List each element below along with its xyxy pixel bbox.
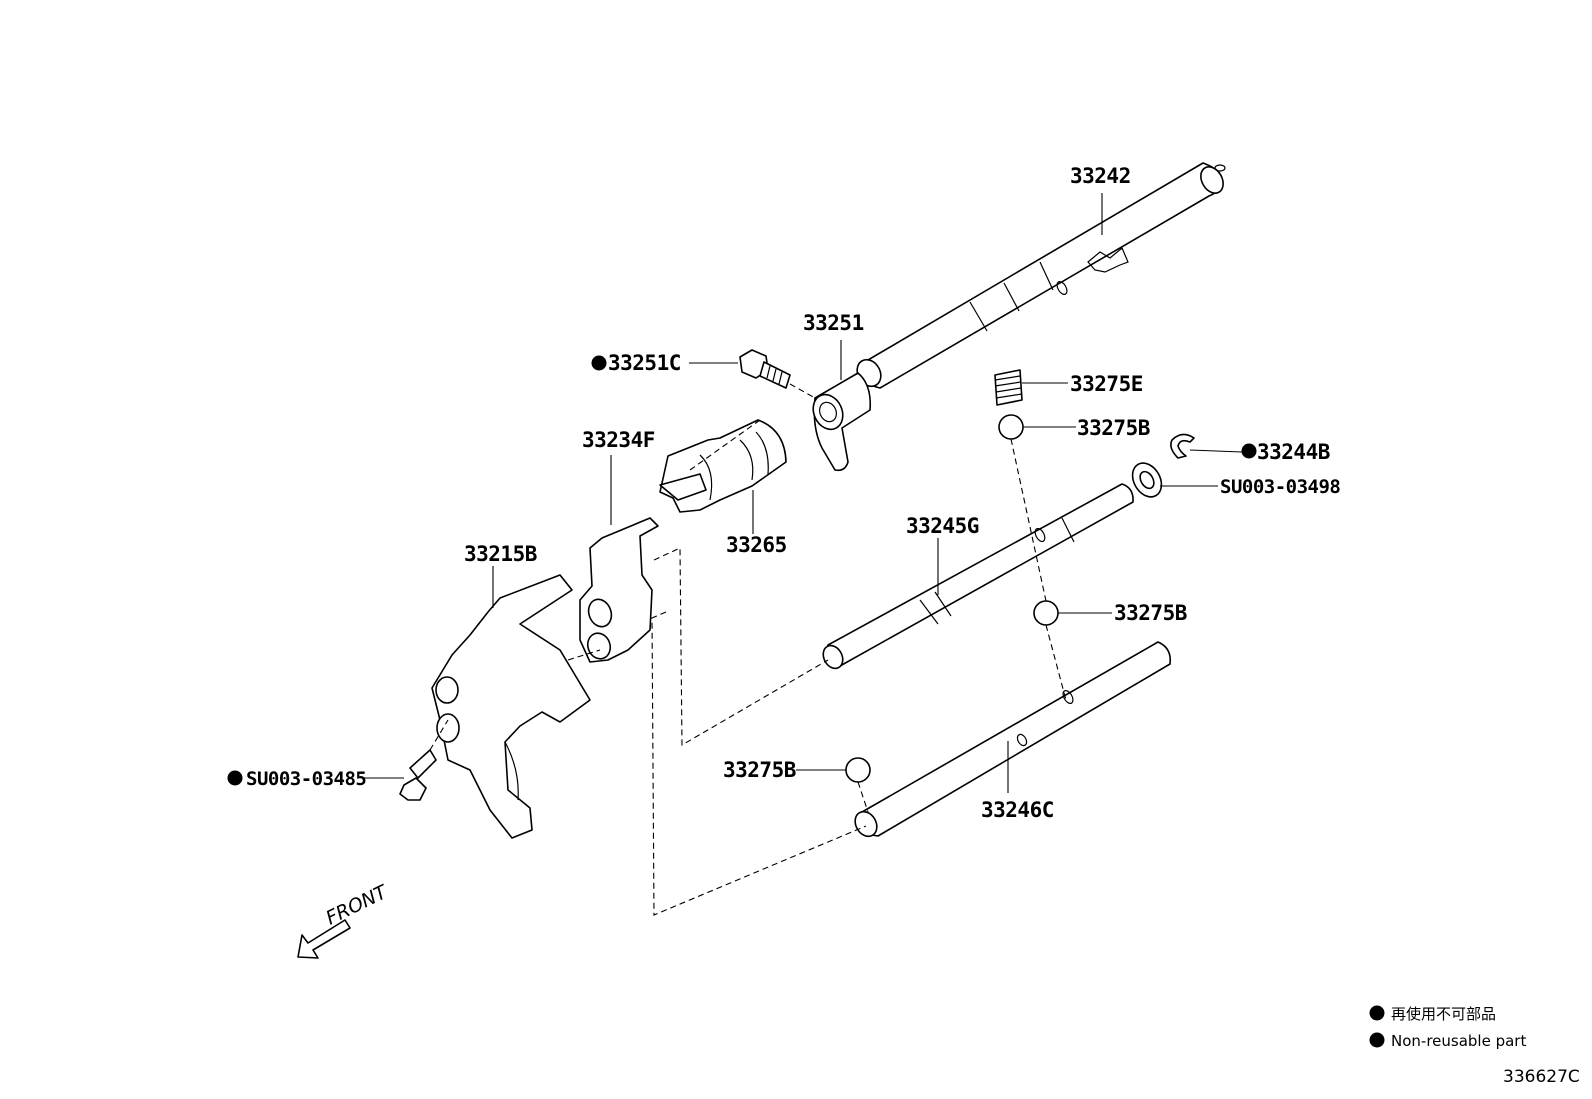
- legend-dot-en: [1369, 1032, 1385, 1048]
- label-33244B: 33244B: [1257, 440, 1330, 464]
- label-33246C: 33246C: [981, 798, 1054, 822]
- bolt-SU003-03485: [399, 749, 437, 801]
- lever-33251: [812, 372, 872, 472]
- non-reusable-dot-33251C: [591, 355, 607, 371]
- figure-code: 336627C: [1503, 1067, 1580, 1087]
- ball-33275B-low: [845, 757, 871, 783]
- shaft-33245G: [822, 483, 1134, 670]
- legend-jp: 再使用不可部品: [1391, 1005, 1496, 1023]
- fork-33215B: [431, 574, 591, 839]
- label-33245G: 33245G: [906, 514, 979, 538]
- label-33215B: 33215B: [464, 542, 537, 566]
- label-SU003-03485: SU003-03485: [246, 768, 366, 790]
- bolt-33251C: [739, 349, 791, 389]
- label-33275B-low: 33275B: [723, 758, 796, 782]
- front-arrow-icon: [297, 919, 351, 959]
- ring-33244B: [1170, 433, 1195, 459]
- shaft-33242: [856, 162, 1226, 389]
- non-reusable-dot-33244B: [1241, 443, 1257, 459]
- lug-33234F: [579, 517, 659, 663]
- washer-SU003-03498: [1131, 462, 1163, 498]
- label-33251C: 33251C: [608, 351, 681, 375]
- legend-dot-jp: [1369, 1005, 1385, 1021]
- label-33251: 33251: [803, 311, 864, 335]
- ball-33275B-top: [998, 414, 1024, 440]
- spring-33275E: [994, 369, 1023, 406]
- shaft-33246C: [854, 641, 1172, 838]
- label-33275E: 33275E: [1070, 372, 1143, 396]
- label-33275B-mid: 33275B: [1114, 601, 1187, 625]
- legend: 再使用不可部品 Non-reusable part: [1369, 1005, 1526, 1050]
- label-33275B-top: 33275B: [1077, 416, 1150, 440]
- label-33234F: 33234F: [582, 428, 655, 452]
- label-33242: 33242: [1070, 164, 1131, 188]
- ball-33275B-mid: [1033, 600, 1059, 626]
- sleeve-33265: [659, 419, 787, 513]
- label-33265: 33265: [726, 533, 787, 557]
- label-SU003-03498: SU003-03498: [1220, 476, 1340, 498]
- legend-en: Non-reusable part: [1391, 1032, 1526, 1050]
- front-label: FRONT: [323, 881, 392, 930]
- non-reusable-dot-SU003-03485: [227, 770, 243, 786]
